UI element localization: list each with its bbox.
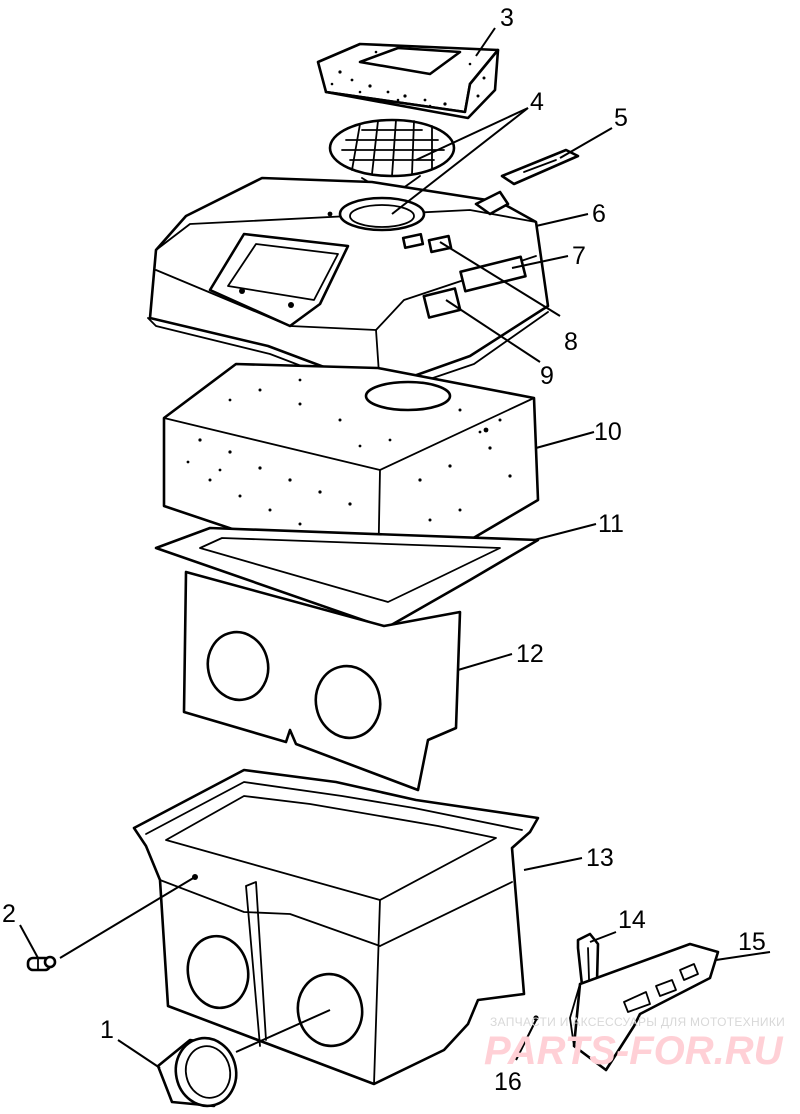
part-13-airbox-base [132, 768, 540, 1086]
callout-13: 13 [586, 844, 614, 872]
part-16-screw [533, 1015, 539, 1021]
part-1-boot [156, 1036, 238, 1108]
part-5-clip [500, 148, 580, 186]
watermark: ЗАПЧАСТИ И АКСЕССУАРЫ ДЛЯ МОТОТЕХНИКИ PA… [484, 1015, 785, 1073]
callout-6: 6 [592, 200, 606, 228]
watermark-tagline: ЗАПЧАСТИ И АКСЕССУАРЫ ДЛЯ МОТОТЕХНИКИ [490, 1015, 785, 1029]
callout-7: 7 [572, 242, 586, 270]
callout-12: 12 [516, 640, 544, 668]
part-12-baffle-plate [182, 570, 462, 792]
callout-8: 8 [564, 328, 578, 356]
callout-11: 11 [598, 510, 624, 538]
callout-1: 1 [100, 1016, 114, 1044]
callout-16: 16 [494, 1068, 522, 1096]
callout-3: 3 [500, 4, 514, 32]
callout-4: 4 [530, 88, 544, 116]
part-6-cover [147, 176, 550, 397]
callout-numbers: 3 4 5 6 7 8 9 10 11 12 13 2 14 15 1 16 [2, 4, 766, 1096]
part-2-rivet [26, 955, 57, 972]
part-11-gasket [154, 526, 540, 630]
callout-2: 2 [2, 900, 16, 928]
callout-14: 14 [618, 906, 646, 934]
part-15-bracket [569, 942, 720, 1072]
callout-9: 9 [540, 362, 554, 390]
leader-lines [19, 27, 771, 1069]
part-3-foam-pad [316, 42, 500, 120]
callout-5: 5 [614, 104, 628, 132]
callout-15: 15 [738, 928, 766, 956]
watermark-brand: PARTS-FOR.RU [484, 1029, 784, 1073]
callout-10: 10 [594, 418, 622, 446]
